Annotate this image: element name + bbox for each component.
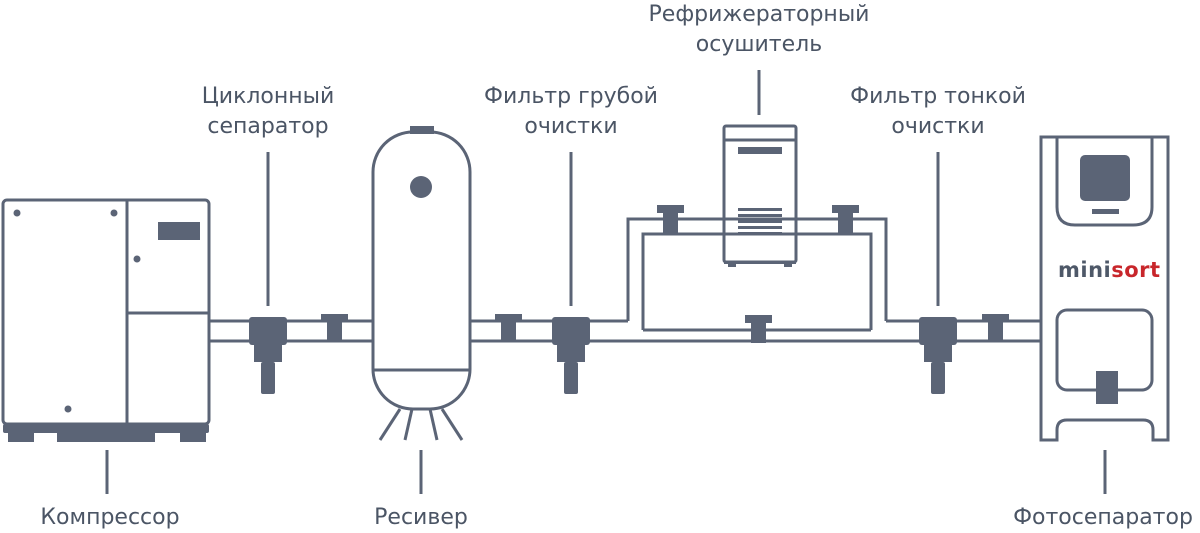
- label-line: Фильтр грубой: [484, 84, 658, 109]
- logo-part-sort: sort: [1111, 258, 1161, 282]
- label-line: Рефрижераторный: [648, 2, 870, 27]
- label-fine-filter: Фильтр тонкой очистки: [850, 82, 1026, 142]
- valve: [495, 314, 522, 342]
- bypass-loop: [626, 217, 888, 330]
- label-line: Циклонный: [201, 84, 335, 109]
- photoseparator-screen: [1080, 155, 1130, 201]
- valve: [657, 205, 684, 233]
- label-coarse-filter: Фильтр грубой очистки: [484, 82, 658, 142]
- label-text: Компрессор: [40, 505, 180, 530]
- valve: [745, 315, 772, 343]
- label-cyclone: Циклонный сепаратор: [202, 82, 335, 142]
- label-line: очистки: [524, 114, 618, 139]
- compressor-display: [158, 222, 200, 240]
- valve: [832, 205, 859, 233]
- minisort-logo: minisort: [1058, 256, 1161, 284]
- coarse-filter: [552, 317, 590, 394]
- cyclone-separator: [249, 317, 287, 394]
- valve: [982, 314, 1009, 342]
- label-line: сепаратор: [207, 114, 329, 139]
- refrigerant-dryer: [722, 124, 798, 264]
- label-line: Фильтр тонкой: [850, 84, 1026, 109]
- fine-filter: [919, 317, 957, 394]
- logo-part-mini: mini: [1058, 258, 1112, 282]
- label-dryer: Рефрижераторный осушитель: [649, 0, 870, 60]
- label-receiver: Ресивер: [374, 503, 468, 533]
- label-compressor: Компрессор: [40, 503, 179, 533]
- label-text: Ресивер: [374, 505, 468, 530]
- label-photoseparator: Фотосепаратор: [1013, 503, 1193, 533]
- label-line: осушитель: [695, 32, 823, 57]
- label-line: очистки: [891, 114, 985, 139]
- receiver-gauge: [410, 176, 432, 198]
- valve: [321, 314, 348, 342]
- label-text: Фотосепаратор: [1013, 505, 1193, 530]
